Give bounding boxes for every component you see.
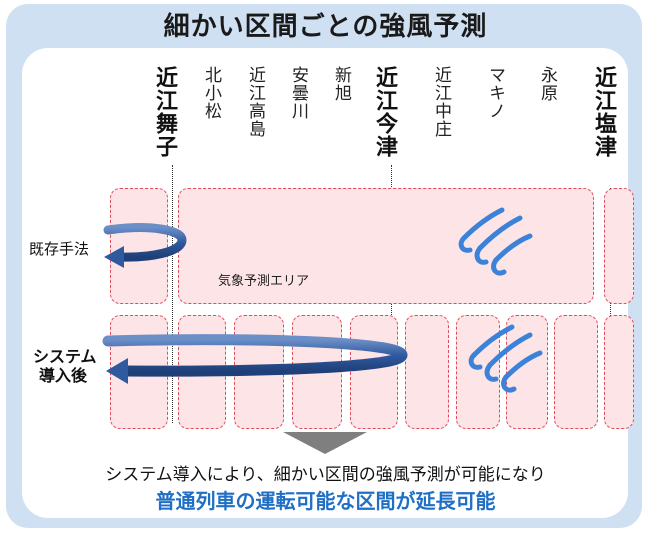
- existing-method-label: 既存手法: [29, 240, 90, 258]
- weather-area-label: 気象予測エリア: [218, 274, 310, 289]
- after-system-label: システム 導入後: [33, 347, 97, 385]
- segment-box-5: [350, 315, 398, 429]
- system-coverage-arrow: [102, 334, 408, 384]
- station-label-omi-nakasho: 近江中庄: [431, 66, 451, 138]
- station-label-adogawa: 安曇川: [288, 66, 308, 120]
- after-system-label-line2: 導入後: [39, 366, 88, 386]
- station-line-omishiozu: [610, 188, 611, 424]
- existing-area-box-west: [110, 188, 168, 304]
- station-line-omimaiko: [172, 165, 173, 423]
- wind-icon: [458, 207, 533, 276]
- segment-box-7: [456, 315, 500, 429]
- station-label-kitakomatsu: 北小松: [201, 66, 221, 120]
- wind-icon: [468, 324, 543, 393]
- segment-box-10: [604, 315, 634, 429]
- station-label-makino: マキノ: [485, 66, 505, 120]
- station-label-omimaiko: 近江舞子: [152, 66, 177, 158]
- existing-coverage-arrow: [103, 223, 187, 268]
- station-label-shin-asahi: 新旭: [331, 66, 351, 102]
- station-label-nagahara: 永原: [537, 66, 557, 102]
- caption-line-2: 普通列車の運転可能な区間が延長可能: [155, 489, 496, 513]
- down-arrow-triangle: [283, 432, 367, 454]
- station-label-omishiozu: 近江塩津: [591, 66, 616, 158]
- existing-area-box-east: [604, 188, 634, 304]
- after-system-label-line1: システム: [33, 347, 97, 366]
- segment-box-9: [554, 315, 598, 429]
- diagram-title: 細かい区間ごとの強風予測: [163, 12, 488, 42]
- station-label-omiimazu: 近江今津: [372, 66, 397, 158]
- segment-box-6: [405, 315, 449, 429]
- caption-line-1: システム導入により、細かい区間の強風予測が可能になり: [105, 465, 546, 485]
- station-label-omitakashima: 近江高島: [245, 66, 265, 138]
- existing-area-box-main: [178, 188, 594, 304]
